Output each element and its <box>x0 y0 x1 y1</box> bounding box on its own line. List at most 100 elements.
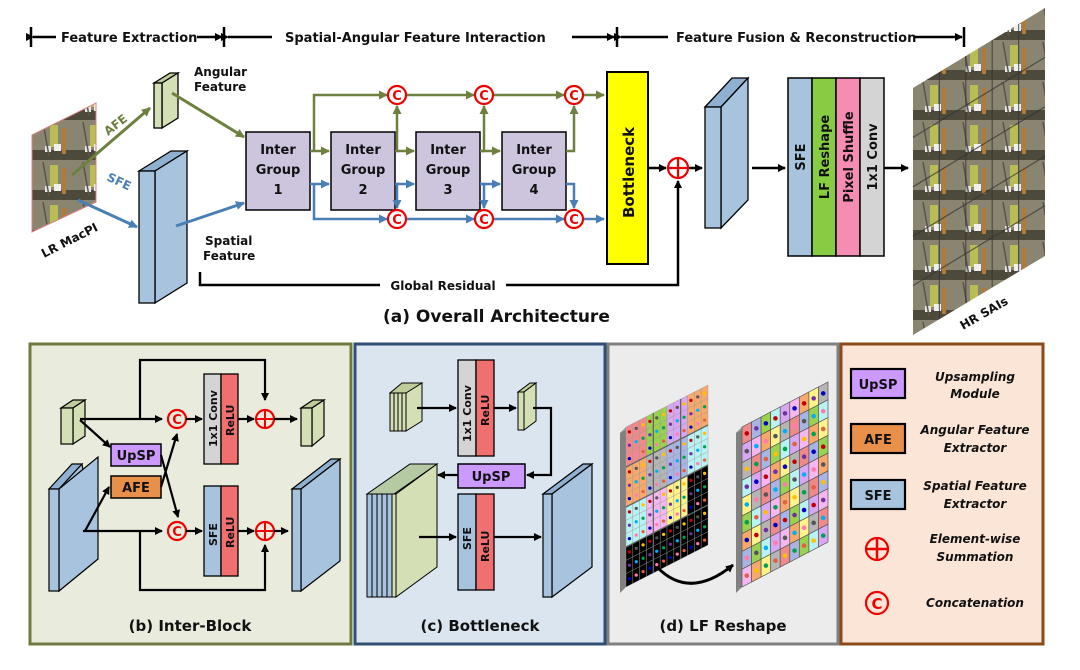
stacked-angular-features <box>388 382 424 432</box>
inter-block-panel: UpSP AFE C C 1x1 Conv ReLU SFE ReLU <box>28 342 353 646</box>
bottleneck-label: Bottleneck <box>620 126 638 218</box>
legend-sfe-text-2: Extractor <box>944 497 1008 511</box>
inter-group-label: Inter <box>345 143 381 158</box>
inter-group-label: Group <box>341 163 386 178</box>
lr-macpi-image: LR MacPI <box>31 102 100 261</box>
concat-symbol: C <box>473 208 495 230</box>
inter-group-label: 1 <box>273 183 282 198</box>
bottleneck-caption: (c) Bottleneck <box>421 617 541 635</box>
legend-panel: UpSP Upsampling Module AFE Angular Featu… <box>839 342 1045 646</box>
lr-macpi-label: LR MacPI <box>39 220 100 260</box>
stage-fusion: Feature Fusion & Reconstruction <box>676 31 916 46</box>
spatial-feature-label-2: Feature <box>203 249 255 263</box>
reshape-arrow <box>656 563 734 585</box>
svg-text:C: C <box>172 413 182 428</box>
svg-text:C: C <box>871 595 882 613</box>
angular-feature-label-2: Feature <box>194 80 246 94</box>
svg-text:C: C <box>392 213 402 228</box>
legend-upsp-swatch <box>849 367 907 400</box>
upsp-label: UpSP <box>472 470 511 485</box>
hr-sais-image: HR SAIs <box>912 8 1046 335</box>
legend-upsp-text-2: Module <box>950 387 1000 401</box>
concat-symbol: C <box>386 208 408 230</box>
legend-concat-icon: C <box>864 590 890 616</box>
macpi-grid <box>620 384 709 593</box>
relu-label: ReLU <box>224 405 237 436</box>
inter-group-label: Group <box>426 163 471 178</box>
inter-group-label: Inter <box>430 143 466 158</box>
conv-label: 1x1 Conv <box>461 384 474 442</box>
svg-text:SFE: SFE <box>864 489 891 504</box>
legend-sum-text-2: Summation <box>937 550 1014 564</box>
conv-label: 1x1 Conv <box>207 389 220 447</box>
inter-group-label: Group <box>512 163 557 178</box>
legend-sfe-swatch <box>849 478 907 511</box>
inter-block-caption: (b) Inter-Block <box>129 617 253 635</box>
svg-text:UpSP: UpSP <box>859 378 898 393</box>
element-wise-sum-symbol <box>666 156 690 180</box>
spatial-feature-block <box>136 149 190 305</box>
inter-group-label: Inter <box>260 143 296 158</box>
sum-symbol <box>254 408 276 430</box>
recon-block-1x1-conv: 1x1 Conv <box>859 77 885 257</box>
stage-feature-extraction: Feature Extraction <box>61 31 197 46</box>
sum-symbol <box>254 520 276 542</box>
overall-architecture: LR MacPI AFE SFE Angular Feature Spatial… <box>31 8 1046 335</box>
inter-group-label: Inter <box>516 143 552 158</box>
afe-label: AFE <box>122 481 150 496</box>
relu-label: ReLU <box>479 395 492 426</box>
fused-feature-block <box>703 76 750 230</box>
svg-text:C: C <box>569 89 579 104</box>
svg-text:LF Reshape: LF Reshape <box>818 115 833 200</box>
sfe-path-label: SFE <box>105 170 134 193</box>
svg-text:C: C <box>569 213 579 228</box>
svg-text:Pixel Shuffle: Pixel Shuffle <box>842 111 857 203</box>
legend-sfe-text-1: Spatial Feature <box>923 479 1026 493</box>
stage-interaction: Spatial-Angular Feature Interaction <box>285 31 546 46</box>
svg-text:C: C <box>392 89 402 104</box>
lf-reshape-caption: (d) LF Reshape <box>659 617 786 635</box>
svg-text:C: C <box>479 89 489 104</box>
sfe-label: SFE <box>461 527 474 550</box>
legend-concat-text: Concatenation <box>926 596 1024 610</box>
inter-group-label: 3 <box>443 183 452 198</box>
inter-group-label: 2 <box>358 183 367 198</box>
angular-feature-block <box>151 71 181 130</box>
recon-block-sfe: SFE <box>787 77 813 257</box>
legend-afe-swatch <box>849 422 907 455</box>
svg-text:SFE: SFE <box>794 143 809 170</box>
sfe-label: SFE <box>207 523 220 546</box>
stage-header: Feature Extraction Spatial-Angular Featu… <box>26 27 966 47</box>
legend-sum-text-1: Element-wise <box>930 532 1021 546</box>
overall-caption: (a) Overall Architecture <box>383 307 610 327</box>
concat-symbol: C <box>563 84 585 106</box>
svg-text:1x1 Conv: 1x1 Conv <box>866 123 881 191</box>
legend-sum-icon <box>864 536 890 562</box>
sai-grid <box>736 381 829 593</box>
angular-feature-label-1: Angular <box>194 65 247 79</box>
concat-symbol: C <box>473 84 495 106</box>
legend-upsp-text-1: Upsampling <box>935 370 1015 384</box>
stacked-fused-features <box>365 463 439 598</box>
reconstruction-blocks: SFE LF Reshape Pixel Shuffle 1x1 Conv <box>787 77 885 257</box>
upsp-label: UpSP <box>117 449 156 464</box>
relu-label: ReLU <box>224 517 237 548</box>
lf-reshape-panel: (d) LF Reshape <box>606 342 840 646</box>
recon-block-lf-reshape: LF Reshape <box>811 77 837 257</box>
recon-block-pixel-shuffle: Pixel Shuffle <box>835 77 861 257</box>
concat-symbol: C <box>386 84 408 106</box>
inter-group-label: Group <box>256 163 301 178</box>
relu-label: ReLU <box>479 531 492 562</box>
svg-text:C: C <box>479 213 489 228</box>
inter-group-label: 4 <box>529 183 538 198</box>
legend-afe-text-2: Extractor <box>944 441 1008 455</box>
concat-symbol: C <box>563 208 585 230</box>
legend-afe-text-1: Angular Feature <box>919 423 1029 437</box>
spatial-feature-label-1: Spatial <box>205 234 252 248</box>
svg-text:AFE: AFE <box>864 433 892 448</box>
